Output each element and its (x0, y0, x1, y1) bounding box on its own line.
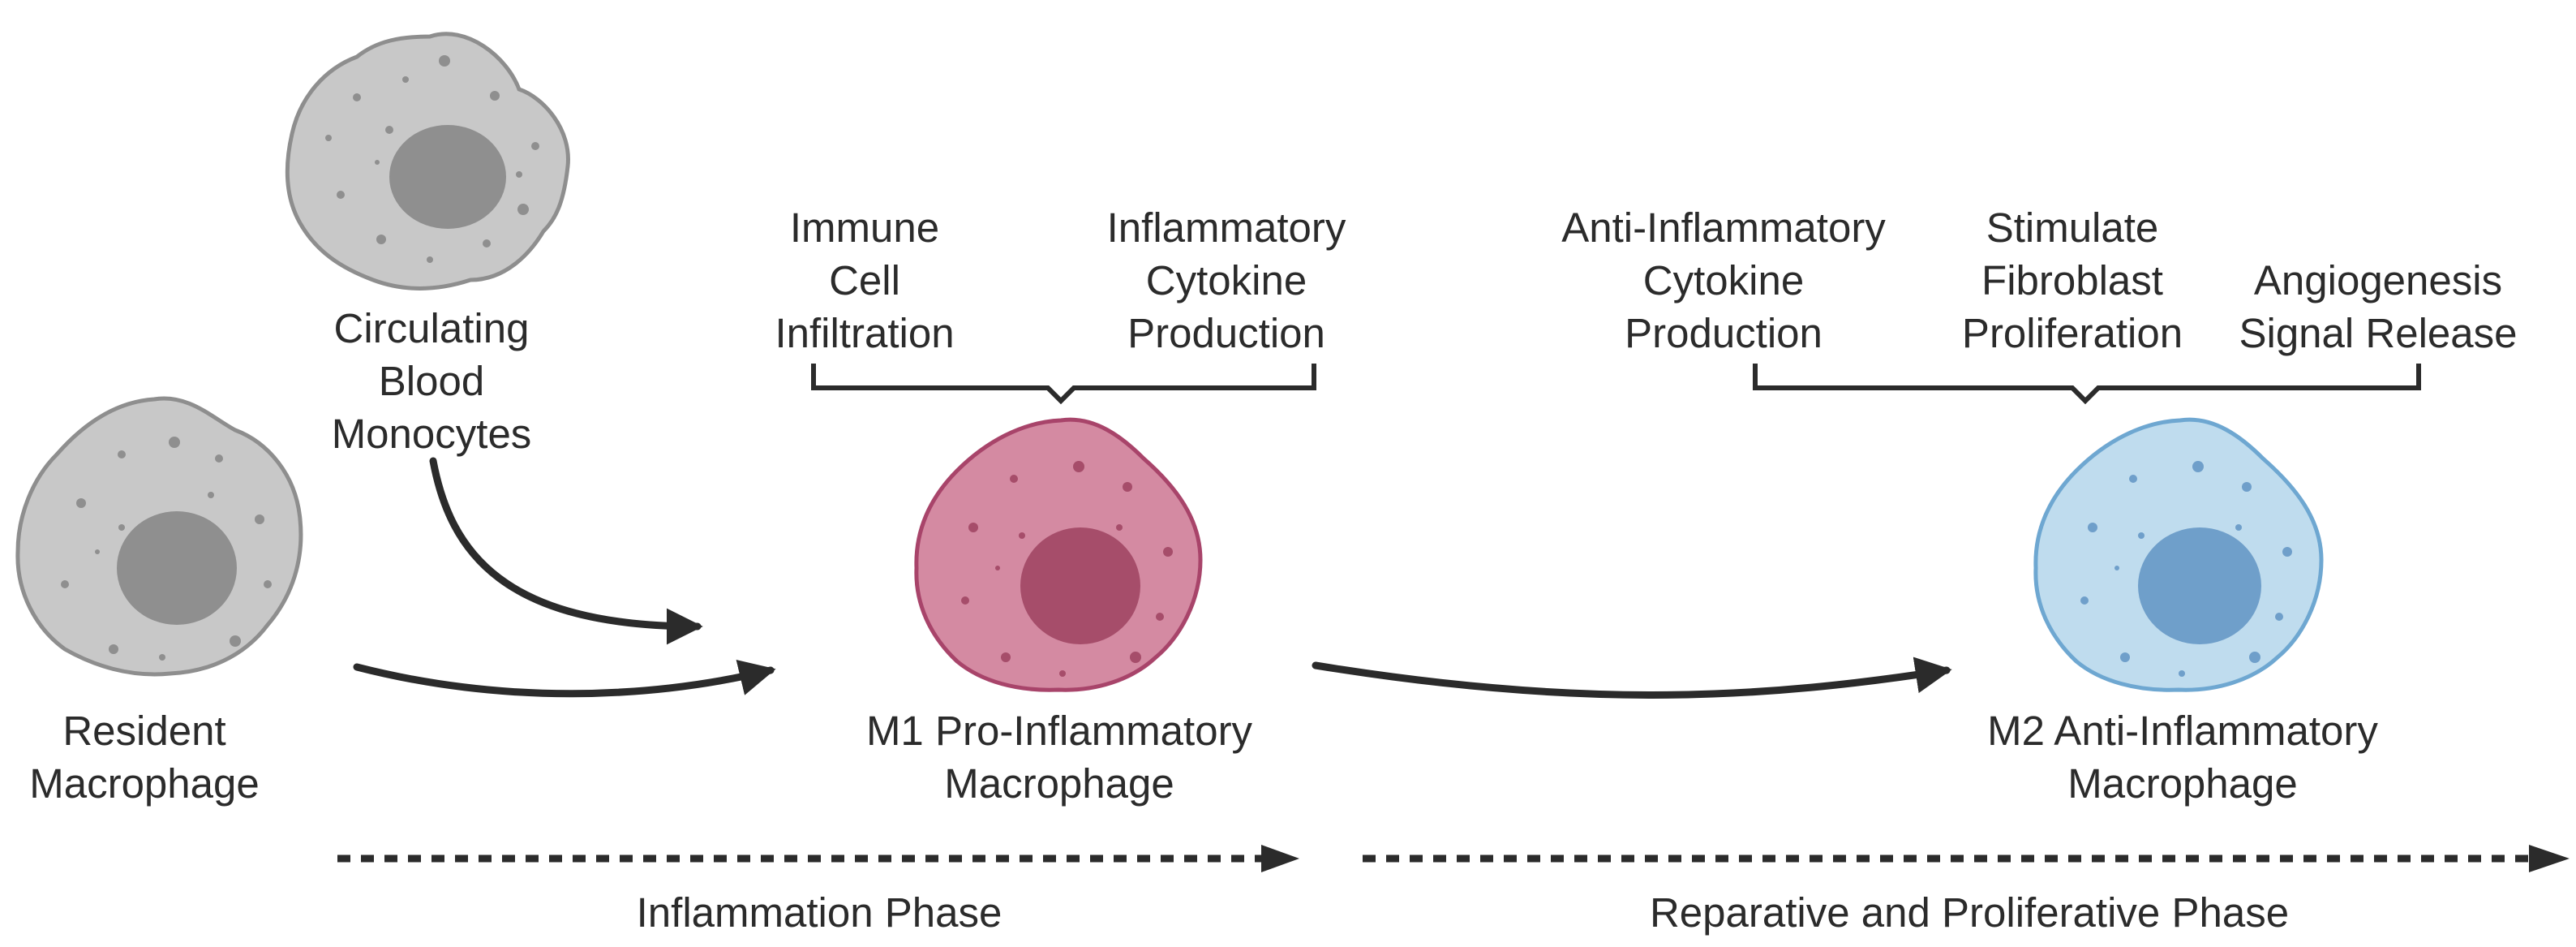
monocyte-nucleus (389, 125, 506, 229)
m2-function-fibroblast-proliferation: Stimulate Fibroblast Proliferation (1961, 204, 2183, 356)
resident-granules (61, 437, 272, 661)
resident-macrophage-label: Resident Macrophage (29, 708, 260, 807)
m1-function-bracket (811, 364, 1316, 405)
m2-macrophage-label: M2 Anti-Inflammatory Macrophage (1987, 708, 2378, 807)
monocyte-cell-icon (285, 32, 570, 291)
reparative-phase-label: Reparative and Proliferative Phase (1649, 889, 2290, 936)
m1-nucleus (1020, 527, 1140, 644)
m1-function-inflammatory-cytokine: Inflammatory Cytokine Production (1106, 204, 1346, 356)
m2-macrophage-cell-icon (2033, 417, 2324, 692)
m1-macrophage-label: M1 Pro-Inflammatory Macrophage (865, 708, 1253, 807)
m1-macrophage-cell-icon (914, 417, 1203, 692)
m1-function-immune-infiltration: Immune Cell Infiltration (775, 204, 955, 356)
m2-nucleus (2138, 527, 2261, 644)
monocyte-granules (325, 55, 539, 263)
m1-to-m2-arrow (1312, 656, 1952, 699)
m2-granules (2080, 461, 2292, 677)
resident-to-m1-arrow (353, 660, 776, 698)
reparative-phase-arrowhead (2529, 845, 2570, 872)
inflammation-phase-arrowhead (1261, 845, 1299, 872)
m2-function-angiogenesis: Angiogenesis Signal Release (2239, 257, 2518, 356)
monocyte-to-m1-arrow (429, 457, 703, 645)
m2-function-bracket (1753, 364, 2421, 405)
m2-function-anti-inflammatory-cytokine: Anti-Inflammatory Cytokine Production (1561, 204, 1886, 356)
m1-granules (961, 461, 1173, 677)
resident-macrophage-cell-icon (15, 396, 303, 677)
inflammation-phase-label: Inflammation Phase (636, 889, 1002, 936)
resident-nucleus (117, 511, 237, 625)
circulating-monocytes-label: Circulating Blood Monocytes (331, 305, 532, 457)
